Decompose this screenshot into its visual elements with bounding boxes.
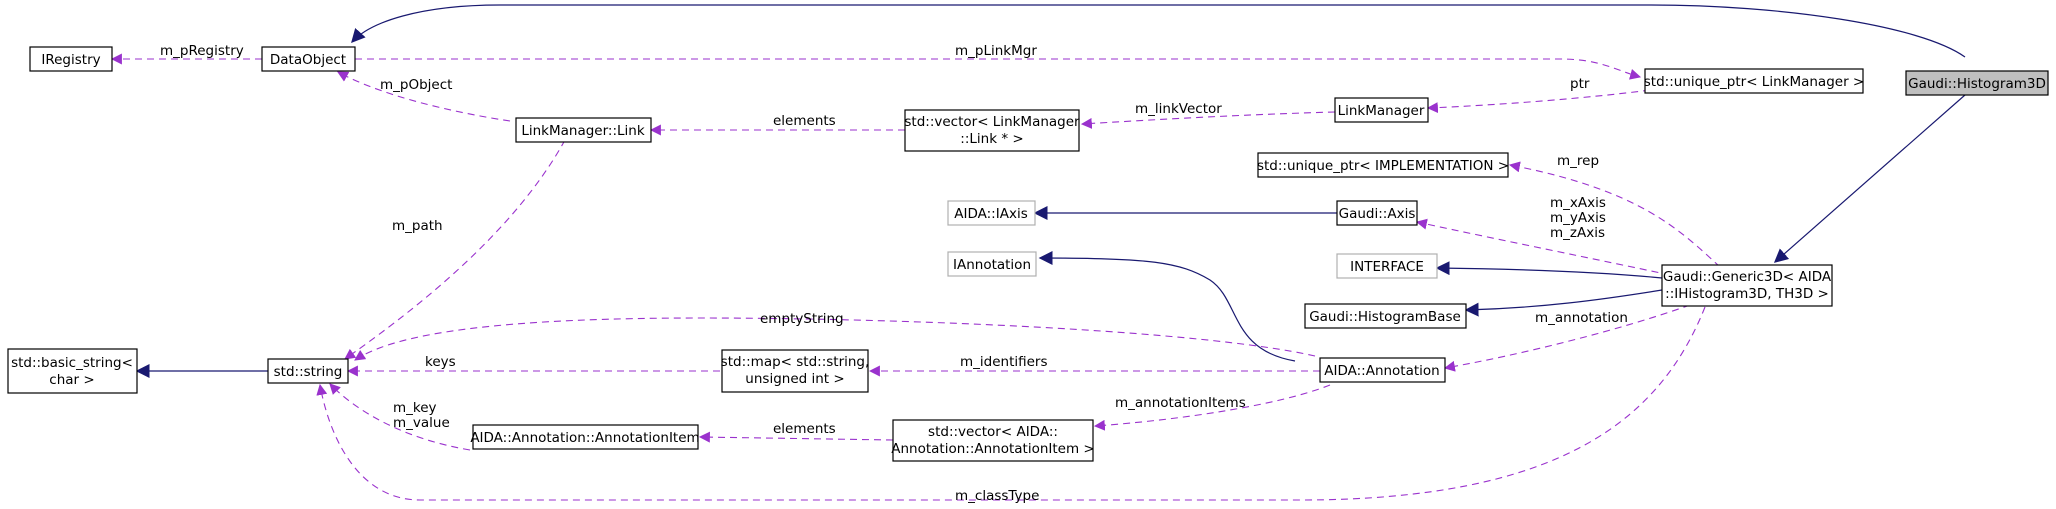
node-link-manager-link-label: LinkManager::Link: [521, 123, 645, 139]
edge-uniqueptr-linkmanager: [1426, 89, 1651, 114]
node-basic-string-label-1: std::basic_string<: [11, 355, 133, 371]
node-vector-annotation-item[interactable]: std::vector< AIDA:: Annotation::Annotati…: [891, 419, 1095, 462]
label-elements-link: elements: [773, 113, 836, 129]
node-generic3d[interactable]: Gaudi::Generic3D< AIDA ::IHistogram3D, T…: [1661, 264, 1833, 307]
edge-item-string: [329, 383, 471, 451]
label-m-value: m_value: [393, 415, 450, 431]
edge-vectoritem-item: [698, 431, 894, 443]
node-aida-annotation[interactable]: AIDA::Annotation: [1319, 357, 1446, 383]
label-m-classtype: m_classType: [955, 488, 1039, 504]
node-iannotation[interactable]: IAnnotation: [947, 251, 1037, 277]
node-vector-link[interactable]: std::vector< LinkManager ::Link * >: [904, 109, 1080, 152]
edge-annotation-string-emptystring: [354, 317, 1316, 361]
edge-annotation-vectoritem: [1093, 384, 1331, 431]
node-vector-annotation-item-label-2: Annotation::AnnotationItem >: [891, 441, 1095, 457]
node-std-map[interactable]: std::map< std::string, unsigned int >: [721, 349, 870, 393]
label-m-path: m_path: [392, 218, 443, 234]
label-m-linkvector: m_linkVector: [1135, 101, 1222, 117]
node-data-object[interactable]: DataObject: [261, 46, 356, 72]
node-unique-ptr-link-manager[interactable]: std::unique_ptr< LinkManager >: [1644, 68, 1864, 94]
node-link-manager-link[interactable]: LinkManager::Link: [515, 117, 652, 143]
label-m-yaxis: m_yAxis: [1550, 210, 1606, 226]
edge-generic3d-histogrambase: [1464, 289, 1663, 317]
edge-annotation-iannotation: [1038, 251, 1296, 362]
label-m-annotation: m_annotation: [1535, 310, 1628, 326]
edge-generic3d-axis: [1415, 218, 1671, 276]
node-std-map-label-1: std::map< std::string,: [721, 354, 870, 370]
node-link-manager-label: LinkManager: [1338, 103, 1425, 119]
node-histogram-base[interactable]: Gaudi::HistogramBase: [1304, 303, 1467, 329]
edge-link-string-path: [344, 139, 566, 360]
label-m-xaxis: m_xAxis: [1550, 195, 1606, 211]
node-gaudi-axis-label: Gaudi::Axis: [1339, 206, 1416, 222]
label-keys: keys: [425, 354, 456, 370]
node-vector-annotation-item-label-1: std::vector< AIDA::: [928, 424, 1058, 440]
node-iregistry-label: IRegistry: [41, 52, 100, 68]
node-generic3d-label-2: ::IHistogram3D, TH3D >: [1665, 286, 1829, 302]
node-data-object-label: DataObject: [270, 52, 346, 68]
label-m-plinkmgr: m_pLinkMgr: [955, 43, 1037, 59]
label-m-pregistry: m_pRegistry: [160, 43, 244, 59]
label-m-zaxis: m_zAxis: [1550, 225, 1605, 241]
node-basic-string[interactable]: std::basic_string< char >: [7, 348, 138, 394]
node-histogram3d[interactable]: Gaudi::Histogram3D: [1905, 70, 2049, 96]
node-generic3d-label-1: Gaudi::Generic3D< AIDA: [1663, 269, 1832, 285]
label-m-rep: m_rep: [1557, 153, 1599, 169]
edge-dataobject-uniqueptr-linkmgr: [355, 58, 1642, 80]
node-link-manager[interactable]: LinkManager: [1334, 97, 1429, 123]
label-m-key: m_key: [393, 400, 437, 416]
node-histogram-base-label: Gaudi::HistogramBase: [1309, 309, 1461, 325]
edge-generic3d-annotation: [1443, 304, 1691, 372]
edge-link-dataobject: [337, 71, 511, 122]
node-interface[interactable]: INTERFACE: [1336, 253, 1438, 279]
edge-histogram3d-to-generic3d: [1773, 94, 1966, 263]
edge-generic3d-uniqueptr-impl: [1508, 161, 1721, 268]
node-iregistry[interactable]: IRegistry: [29, 46, 113, 72]
label-emptystring: emptyString: [760, 311, 844, 327]
node-iannotation-label: IAnnotation: [953, 257, 1031, 273]
node-unique-ptr-link-manager-label: std::unique_ptr< LinkManager >: [1644, 74, 1864, 90]
label-m-annotationitems: m_annotationItems: [1115, 395, 1246, 411]
node-aida-annotation-label: AIDA::Annotation: [1324, 363, 1440, 379]
label-m-identifiers: m_identifiers: [960, 354, 1048, 370]
node-unique-ptr-impl-label: std::unique_ptr< IMPLEMENTATION >: [1257, 158, 1509, 174]
label-m-pobject: m_pObject: [380, 77, 452, 93]
label-elements-annotation: elements: [773, 421, 836, 437]
node-interface-label: INTERFACE: [1350, 259, 1424, 275]
node-unique-ptr-impl[interactable]: std::unique_ptr< IMPLEMENTATION >: [1257, 152, 1509, 178]
node-std-string-label: std::string: [274, 364, 343, 380]
node-vector-link-label-2: ::Link * >: [960, 131, 1023, 147]
label-ptr: ptr: [1570, 76, 1590, 92]
node-std-string[interactable]: std::string: [267, 358, 349, 384]
edge-generic3d-interface: [1435, 261, 1663, 279]
edge-generic3d-string-classtype: [316, 306, 1706, 501]
edge-linkmanager-vectorlink: [1080, 111, 1336, 129]
node-annotation-item[interactable]: AIDA::Annotation::AnnotationItem: [470, 424, 700, 450]
node-annotation-item-label: AIDA::Annotation::AnnotationItem: [470, 430, 699, 446]
node-aida-iaxis[interactable]: AIDA::IAxis: [947, 200, 1036, 226]
node-std-map-label-2: unsigned int >: [745, 371, 844, 387]
edge-histogram3d-to-dataobject: [351, 4, 1966, 58]
node-histogram3d-label: Gaudi::Histogram3D: [1908, 76, 2046, 92]
node-vector-link-label-1: std::vector< LinkManager: [904, 114, 1080, 130]
node-aida-iaxis-label: AIDA::IAxis: [954, 206, 1027, 222]
node-basic-string-label-2: char >: [49, 372, 94, 388]
node-gaudi-axis[interactable]: Gaudi::Axis: [1336, 200, 1418, 226]
